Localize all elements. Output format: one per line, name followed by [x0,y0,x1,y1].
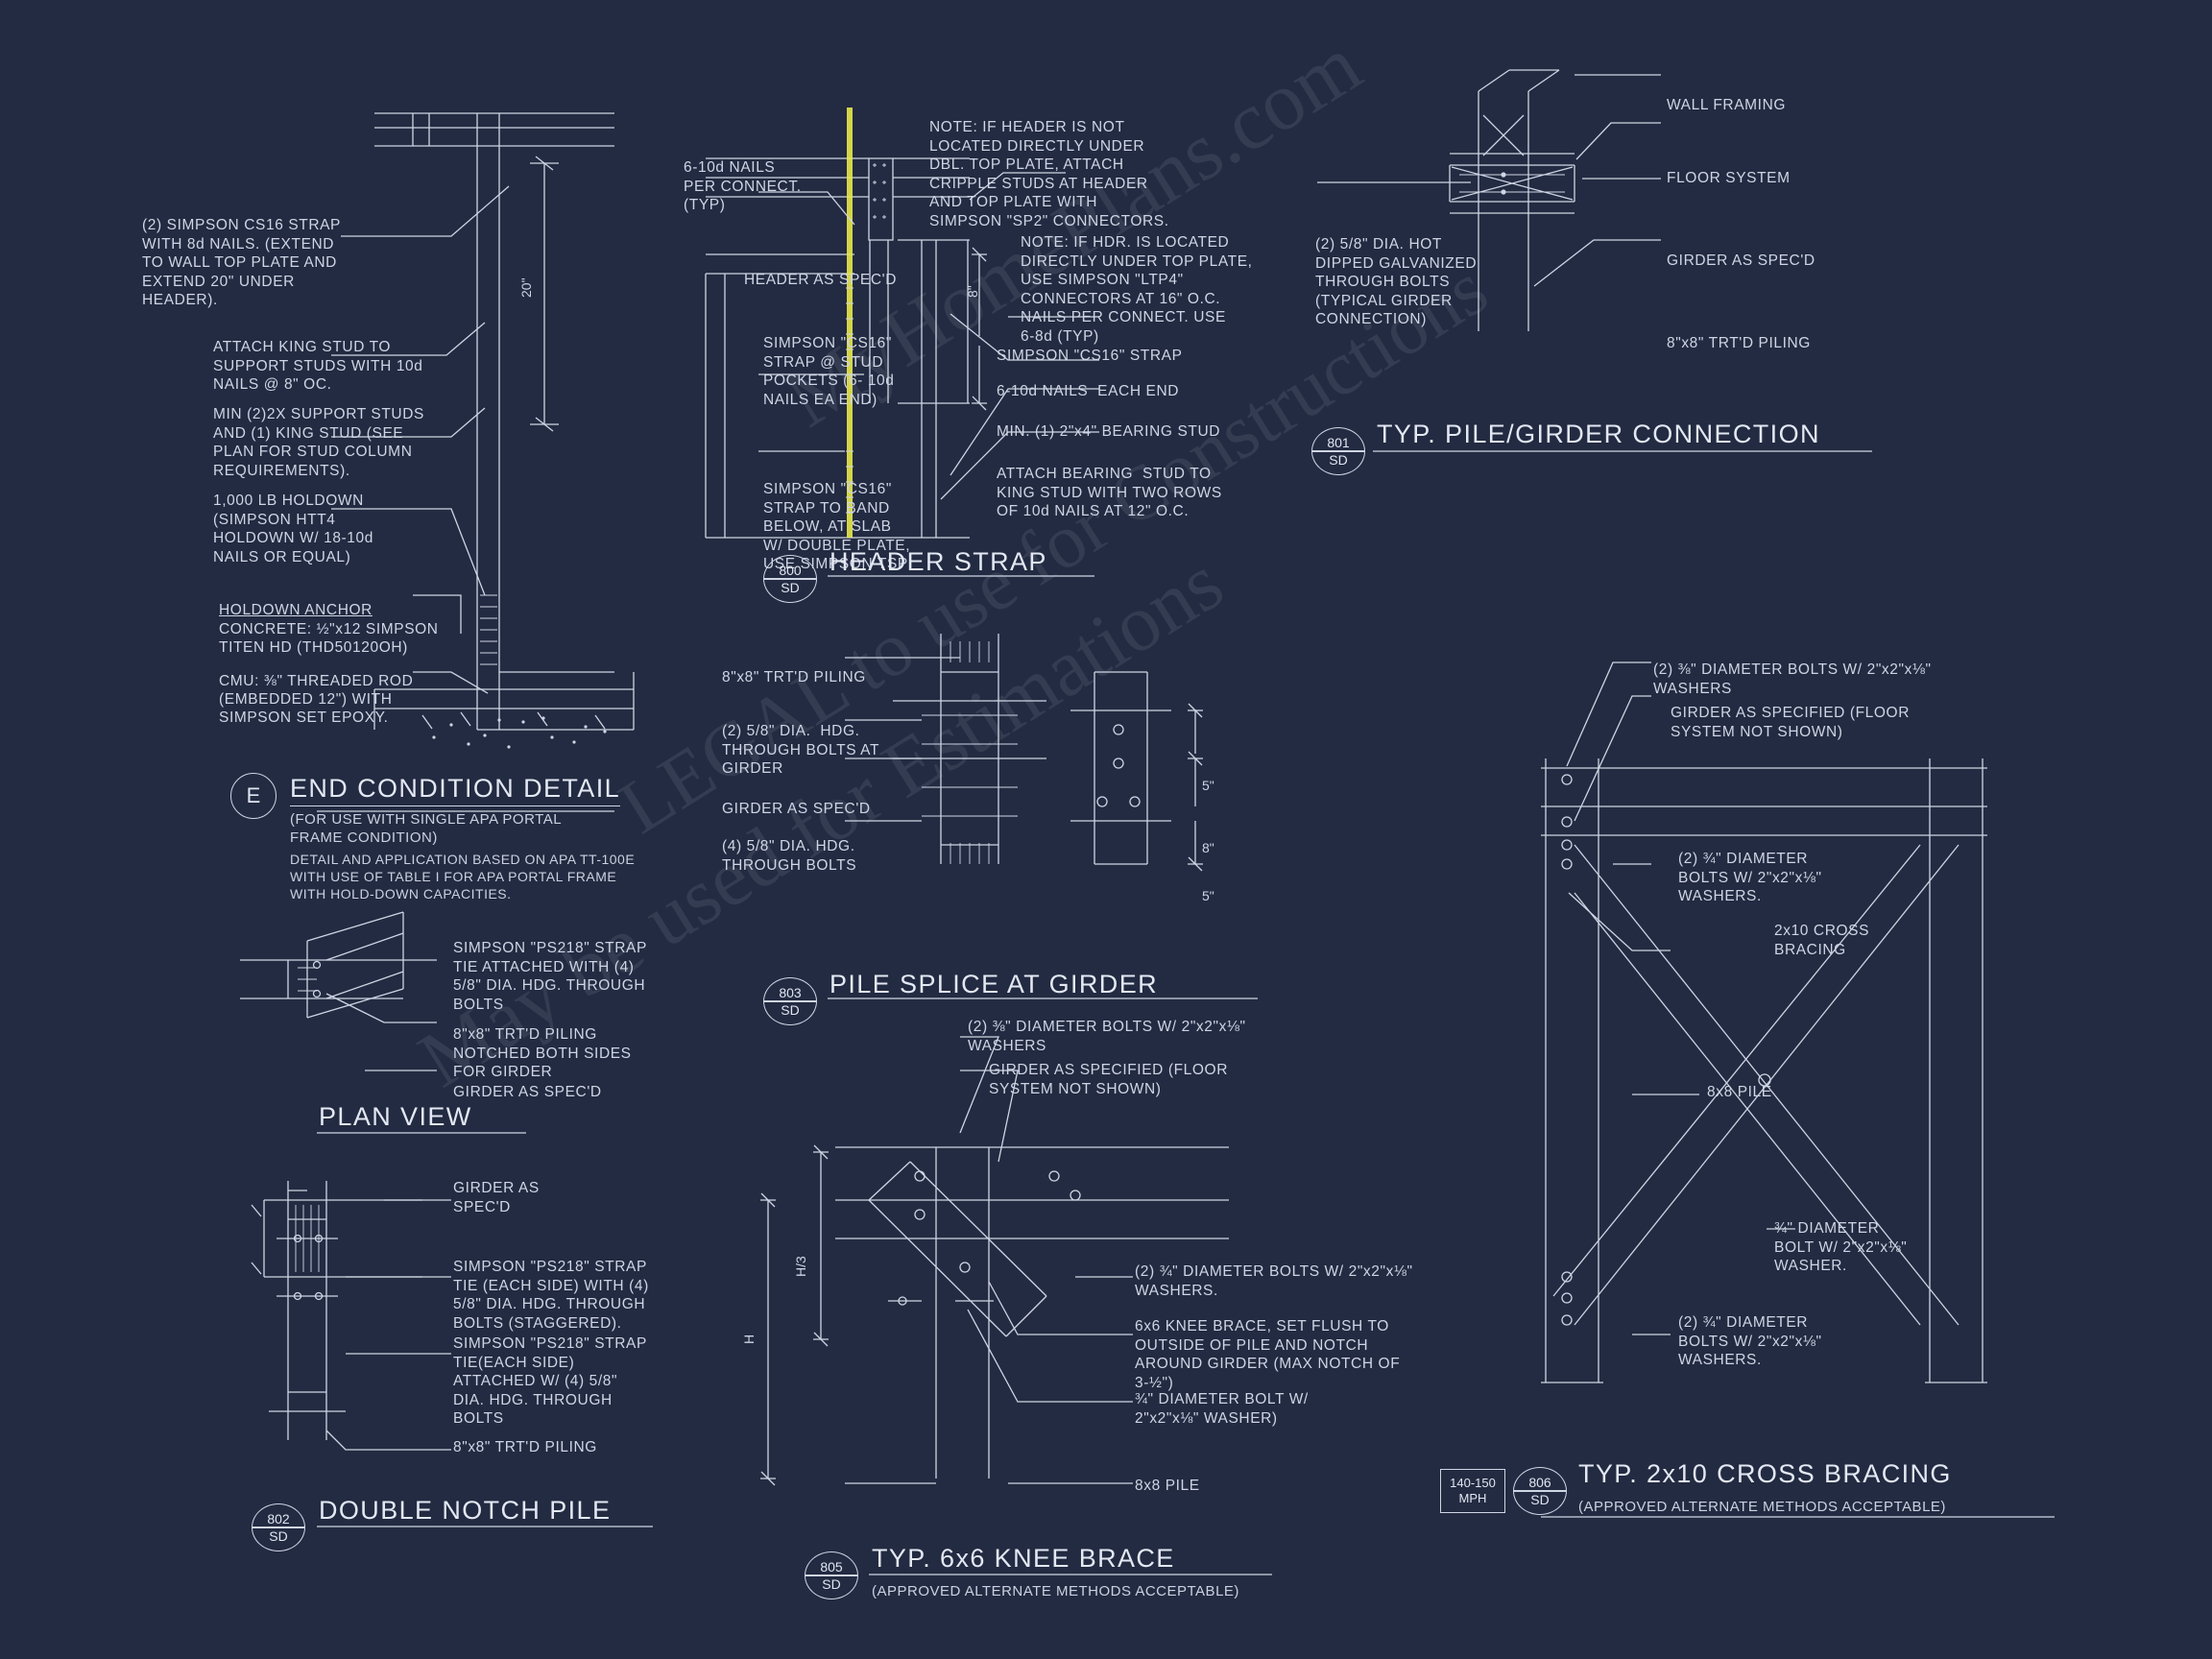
note-simpson-cs16-strap: SIMPSON "CS16" STRAP [997,348,1183,364]
holdown-anchor-heading: HOLDOWN ANCHOR [219,602,373,618]
dimension-5in-top: 5" [1202,778,1214,793]
detail-tag-divider [1312,450,1364,452]
detail-tag-801[interactable]: 801 SD [1311,427,1365,475]
note-header-as-specd: HEADER AS SPEC'D [744,272,897,288]
subtitle-end-condition-2: FRAME CONDITION) [290,830,438,846]
holdown-anchor-line-1: CONCRETE: ½"x12 SIMPSON [219,621,439,637]
note-ps218-strap-tie-each-side: SIMPSON "PS218" STRAP TIE (EACH SIDE) WI… [453,1259,649,1332]
detail-tag-800-number: 800 [779,563,802,579]
title-knee-brace: TYP. 6x6 KNEE BRACE [872,1544,1175,1573]
detail-tag-805-sheet: SD [822,1575,841,1592]
note-ps218-strap-tie-attached: SIMPSON "PS218" STRAP TIE(EACH SIDE) ATT… [453,1335,647,1427]
detail-tag-805-number: 805 [820,1559,843,1575]
note-6-10d-nails-each-end: 6-10d NAILS EACH END [997,383,1180,399]
subtitle-end-condition-1: (FOR USE WITH SINGLE APA PORTAL [290,811,563,828]
dimension-8in-header: 8" [965,285,980,298]
holdown-anchor-line-5: (EMBEDDED 12") WITH [219,691,393,708]
dimension-h-over-3: H/3 [793,1256,808,1277]
note-knee-5-8-bolts: (2) ⅜" DIAMETER BOLTS W/ 2"x2"x⅛" WASHER… [968,1019,1246,1054]
note-8x8-pile-cross: 8x8 PILE [1707,1084,1772,1100]
note-girder-as-specd-plan: GIRDER AS SPEC'D [453,1084,602,1100]
subtitle-knee-brace: (APPROVED ALTERNATE METHODS ACCEPTABLE) [872,1583,1239,1599]
title-pile-girder-connection: TYP. PILE/GIRDER CONNECTION [1377,420,1820,448]
note-knee-3-4-bolts: (2) ¾" DIAMETER BOLTS W/ 2"x2"x⅛" WASHER… [1135,1263,1413,1299]
detail-tag-800[interactable]: 800 SD [763,555,817,603]
dimension-20in: 20" [518,277,534,298]
note-through-bolts-at-girder: (2) 5/8" DIA. HDG. THROUGH BOLTS AT GIRD… [722,723,880,777]
dimension-h: H [741,1334,757,1344]
note-8x8-trtd-piling-801: 8"x8" TRT'D PILING [1667,335,1811,351]
note-6x6-knee-brace-detail: 6x6 KNEE BRACE, SET FLUSH TO OUTSIDE OF … [1135,1318,1401,1391]
note-girder-as-specd-elev: GIRDER AS SPEC'D [453,1180,540,1215]
holdown-anchor-line-4: CMU: ⅜" THREADED ROD [219,673,414,689]
note-8x8-trtd-piling-802: 8"x8" TRT'D PILING [453,1439,597,1455]
note-through-bolts-801: (2) 5/8" DIA. HOT DIPPED GALVANIZED THRO… [1315,236,1478,327]
dimension-8in-mid: 8" [1202,840,1214,855]
note-hdr-under-top-plate: NOTE: IF HDR. IS LOCATED DIRECTLY UNDER … [1021,234,1253,345]
detail-tag-divider [1514,1490,1566,1492]
note-cross-5-8-bolts: (2) ⅜" DIAMETER BOLTS W/ 2"x2"x⅛" WASHER… [1653,661,1932,697]
note-support-studs: MIN (2)2X SUPPORT STUDS AND (1) KING STU… [213,406,424,479]
detail-tag-divider [764,1000,816,1002]
title-header-strap: HEADER STRAP [830,547,1047,576]
note-cross-3-4-bolts-lower: (2) ¾" DIAMETER BOLTS W/ 2"x2"x⅛" WASHER… [1678,1314,1822,1368]
dimension-5in-bottom: 5" [1202,888,1214,903]
note-6-10d-nails-per-connect: 6-10d NAILS PER CONNECT. (TYP) [684,159,802,213]
note-floor-system: FLOOR SYSTEM [1667,170,1791,186]
subtitle-end-condition-4: WITH USE OF TABLE I FOR APA PORTAL FRAME [290,869,617,884]
note-girder-as-specd-801: GIRDER AS SPEC'D [1667,252,1815,269]
detail-tag-805[interactable]: 805 SD [805,1551,858,1599]
detail-tag-802-sheet: SD [269,1527,288,1544]
title-pile-splice: PILE SPLICE AT GIRDER [830,970,1159,998]
title-plan-view: PLAN VIEW [319,1102,472,1131]
note-8x8-trtd-piling-803: 8"x8" TRT'D PILING [722,669,866,685]
note-bearing-stud: MIN. (1) 2"x4" BEARING STUD [997,423,1221,440]
detail-tag-803-sheet: SD [781,1001,800,1018]
note-cs16-stud-pockets: SIMPSON "CS16" STRAP @ STUD POCKETS (6- … [763,335,895,408]
wind-speed-value: 140-150 MPH [1450,1476,1496,1505]
note-ps218-strap-tie-plan: SIMPSON "PS218" STRAP TIE ATTACHED WITH … [453,940,647,1013]
subtitle-end-condition-3: DETAIL AND APPLICATION BASED ON APA TT-1… [290,852,636,867]
note-wall-framing: WALL FRAMING [1667,97,1787,113]
detail-tag-802[interactable]: 802 SD [252,1503,305,1551]
holdown-anchor-line-2: TITEN HD (THD50120OH) [219,639,408,656]
subtitle-cross-bracing: (APPROVED ALTERNATE METHODS ACCEPTABLE) [1578,1499,1946,1515]
detail-tag-divider [764,578,816,580]
note-attach-king-stud: ATTACH KING STUD TO SUPPORT STUDS WITH 1… [213,339,423,393]
title-double-notch-pile: DOUBLE NOTCH PILE [319,1496,612,1525]
note-holdown: 1,000 LB HOLDOWN (SIMPSON HTT4 HOLDOWN W… [213,493,373,565]
note-cross-3-4-bolt-washer: ¾" DIAMETER BOLT W/ 2"x2"x⅛" WASHER. [1774,1220,1908,1274]
detail-tag-803[interactable]: 803 SD [763,977,817,1025]
note-2x10-cross-bracing-label: 2x10 CROSS BRACING [1774,923,1870,958]
detail-tag-806-sheet: SD [1530,1491,1550,1507]
note-8x8-piling-notched: 8"x8" TRT'D PILING NOTCHED BOTH SIDES FO… [453,1026,632,1080]
detail-tag-800-sheet: SD [781,579,800,595]
note-cs16-strap: (2) SIMPSON CS16 STRAP WITH 8d NAILS. (E… [142,217,341,308]
title-end-condition: END CONDITION DETAIL [290,774,621,806]
note-attach-bearing-stud: ATTACH BEARING STUD TO KING STUD WITH TW… [997,466,1222,519]
note-girder-as-specd-803: GIRDER AS SPEC'D [722,801,871,817]
wind-speed-badge: 140-150 MPH [1440,1469,1505,1513]
detail-tag-806[interactable]: 806 SD [1513,1467,1567,1515]
detail-bubble-end-condition[interactable]: E [230,773,276,819]
detail-tag-803-number: 803 [779,985,802,1001]
note-header-not-under-top-plate: NOTE: IF HEADER IS NOT LOCATED DIRECTLY … [929,119,1169,229]
note-cross-3-4-bolts-upper: (2) ¾" DIAMETER BOLTS W/ 2"x2"x⅛" WASHER… [1678,851,1822,904]
note-8x8-pile-knee: 8x8 PILE [1135,1478,1200,1494]
note-knee-girder-as-specified: GIRDER AS SPECIFIED (FLOOR SYSTEM NOT SH… [989,1062,1229,1097]
detail-tag-806-number: 806 [1528,1475,1551,1491]
subtitle-end-condition-5: WITH HOLD-DOWN CAPACITIES. [290,886,512,902]
note-knee-3-4-bolt-washer: ¾" DIAMETER BOLT W/ 2"x2"x⅛" WASHER) [1135,1391,1309,1427]
note-cross-girder-as-specified: GIRDER AS SPECIFIED (FLOOR SYSTEM NOT SH… [1671,705,1911,740]
note-4-through-bolts: (4) 5/8" DIA. HDG. THROUGH BOLTS [722,838,857,874]
holdown-anchor-line-6: SIMPSON SET EPOXY. [219,709,389,726]
detail-tag-801-number: 801 [1327,435,1350,451]
title-cross-bracing: TYP. 2x10 CROSS BRACING [1578,1459,1952,1488]
detail-tag-801-sheet: SD [1329,451,1348,468]
detail-tag-802-number: 802 [267,1511,290,1527]
